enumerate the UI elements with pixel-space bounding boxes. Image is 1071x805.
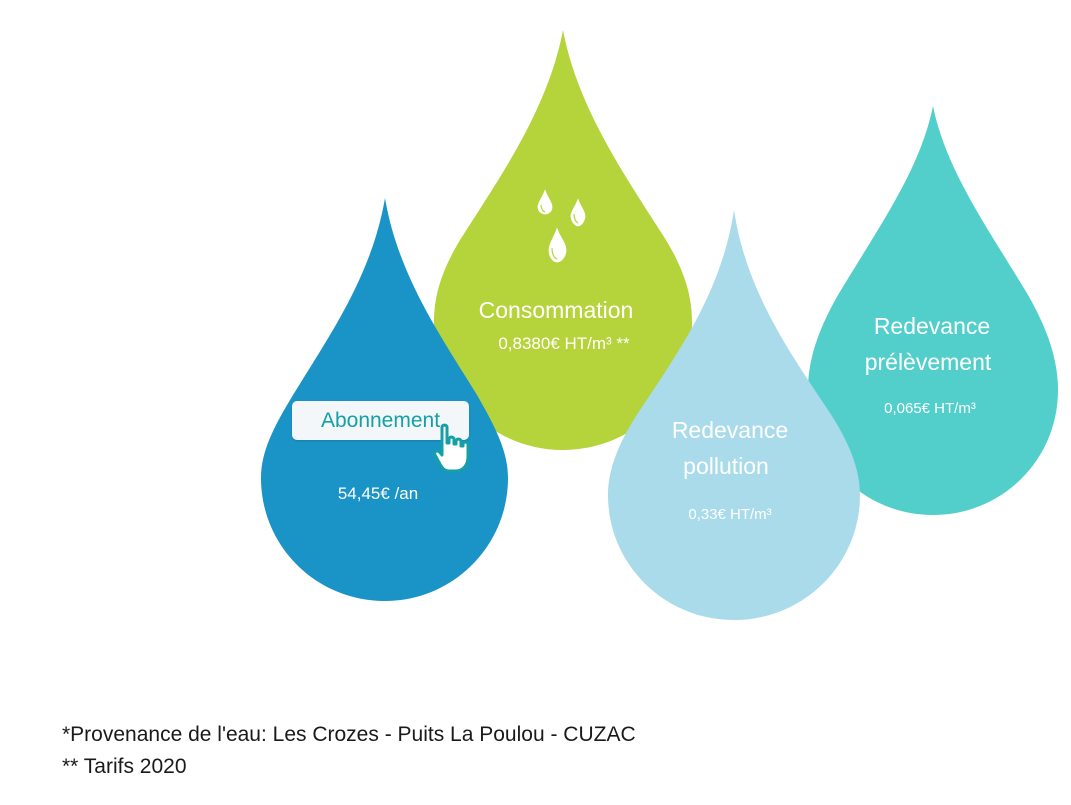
redevance-pollution-price: 0,33€ HT/m³ bbox=[688, 506, 772, 523]
redevance-prelevement-price: 0,065€ HT/m³ bbox=[884, 400, 976, 417]
hand-pointer-icon bbox=[433, 423, 470, 473]
redevance-pollution-drop bbox=[608, 210, 860, 620]
water-drops-icon-highlights bbox=[540, 204, 579, 260]
abonnement-price: 54,45€ /an bbox=[337, 484, 419, 503]
redevance-prelevement-label-line1: Redevance bbox=[873, 313, 991, 339]
redevance-prelevement-label-line2: prélèvement bbox=[864, 349, 992, 375]
consommation-price: 0,8380€ HT/m³ ** bbox=[498, 334, 630, 353]
redevance-prelevement-drop bbox=[808, 106, 1058, 515]
abonnement-button[interactable]: Abonnement bbox=[292, 401, 469, 440]
abonnement-drop bbox=[261, 198, 508, 601]
redevance-pollution-label-line2: pollution bbox=[683, 453, 769, 479]
footnote-tariffs: ** Tarifs 2020 bbox=[62, 755, 187, 778]
consommation-label: Consommation bbox=[478, 297, 634, 323]
footnote-water-source: *Provenance de l'eau: Les Crozes - Puits… bbox=[62, 723, 636, 746]
redevance-pollution-label-line1: Redevance bbox=[671, 417, 789, 443]
